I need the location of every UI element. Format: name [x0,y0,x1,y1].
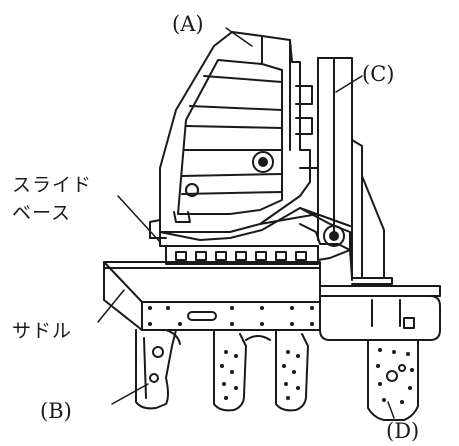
tool-b [135,329,181,410]
tool-d [367,339,419,421]
label-slide-base-line1: スライド [12,174,93,196]
middle-tools [213,329,309,412]
label-saddle: サドル [12,320,73,342]
label-c: (C) [362,62,395,86]
column-c [295,57,393,285]
saddle [103,261,441,341]
leader-lines [97,27,395,419]
label-d: (D) [386,419,420,443]
label-a: (A) [172,12,204,36]
slide-base [159,207,351,265]
label-slide-base-line2: ベース [12,202,72,224]
upper-frame-a [149,31,311,239]
label-b: (B) [40,399,72,423]
